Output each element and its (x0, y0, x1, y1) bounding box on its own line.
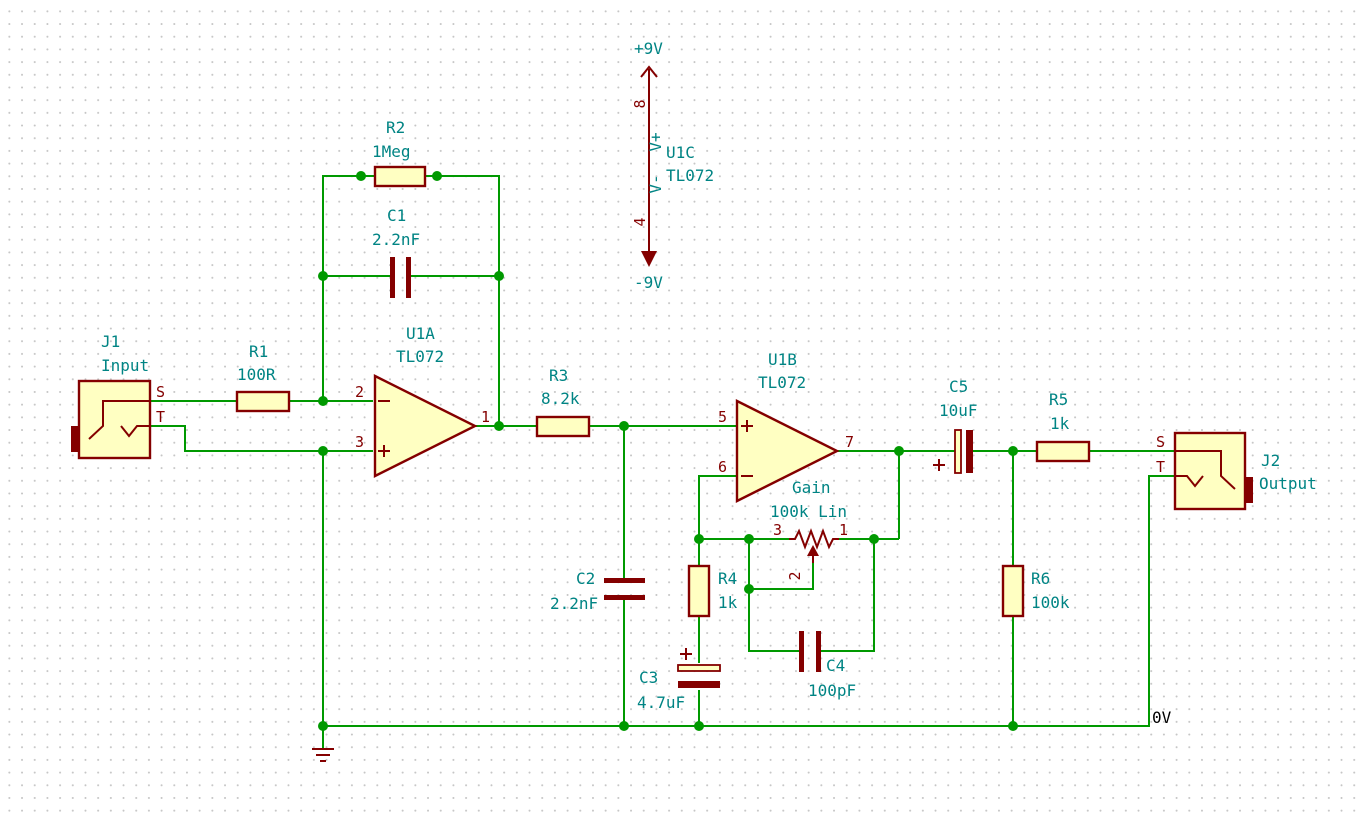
r1-value: 100R (237, 365, 276, 384)
c3-value: 4.7uF (637, 693, 685, 712)
capacitor-c2[interactable]: C2 2.2nF (550, 569, 645, 613)
r6-ref: R6 (1031, 569, 1050, 588)
c2-value: 2.2nF (550, 594, 598, 613)
u1b-value: TL072 (758, 373, 806, 392)
pot-pin-3: 3 (773, 521, 782, 539)
c2-ref: C2 (576, 569, 595, 588)
u1b-ref: U1B (768, 350, 797, 369)
resistor-r1[interactable]: R1 100R (235, 342, 291, 413)
u1a-value: TL072 (396, 347, 444, 366)
r2-value: 1Meg (372, 142, 411, 161)
pot-pin-2: 2 (786, 571, 804, 580)
opamp-u1a[interactable]: 2 3 1 U1A TL072 (355, 324, 490, 478)
u1b-pin-5: 5 (718, 408, 727, 426)
input-jack-j1[interactable]: J1 Input S T (71, 332, 165, 460)
u1a-pin-1: 1 (481, 408, 490, 426)
j2-pin-t: T (1156, 458, 1165, 476)
j1-pin-s: S (156, 383, 165, 401)
ground-symbol (312, 748, 334, 762)
r4-value: 1k (718, 593, 738, 612)
output-jack-j2[interactable]: S T J2 Output (1156, 431, 1317, 511)
r1-ref: R1 (249, 342, 268, 361)
capacitor-c4[interactable]: C4 100pF (799, 631, 856, 700)
opamp-u1c-power[interactable]: +9V -9V 8 4 V+ V- U1C TL072 (631, 39, 714, 292)
c1-ref: C1 (387, 206, 406, 225)
r5-ref: R5 (1049, 390, 1068, 409)
r2-ref: R2 (386, 118, 405, 137)
power-neg-label: -9V (634, 273, 663, 292)
c4-value: 100pF (808, 681, 856, 700)
u1c-vplus: V+ (646, 132, 665, 151)
pot-pin-1: 1 (839, 521, 848, 539)
resistor-r4[interactable]: R4 1k (687, 564, 738, 618)
j1-ref: J1 (101, 332, 120, 351)
r5-value: 1k (1050, 414, 1070, 433)
j2-pin-s: S (1156, 433, 1165, 451)
u1c-pin-4: 4 (631, 217, 649, 226)
resistor-r3[interactable]: R3 8.2k (535, 366, 591, 438)
r6-value: 100k (1031, 593, 1070, 612)
resistor-r6[interactable]: R6 100k (1001, 564, 1070, 618)
ground-net-label: 0V (1152, 708, 1172, 727)
u1c-ref: U1C (666, 143, 695, 162)
c1-value: 2.2nF (372, 230, 420, 249)
j2-value: Output (1259, 474, 1317, 493)
capacitor-c5[interactable]: C5 10uF (933, 377, 978, 474)
u1c-vminus: V- (646, 174, 665, 193)
power-pos-label: +9V (634, 39, 663, 58)
resistor-r2[interactable]: R2 1Meg (372, 118, 427, 188)
j1-pin-t: T (156, 408, 165, 426)
j1-value: Input (101, 356, 149, 375)
u1a-ref: U1A (406, 324, 435, 343)
c5-ref: C5 (949, 377, 968, 396)
r3-ref: R3 (549, 366, 568, 385)
u1c-value: TL072 (666, 166, 714, 185)
r3-value: 8.2k (541, 389, 580, 408)
c4-ref: C4 (826, 656, 845, 675)
pot-ref: Gain (792, 478, 831, 497)
u1b-pin-6: 6 (718, 458, 727, 476)
c3-ref: C3 (639, 668, 658, 687)
u1a-pin-2: 2 (355, 383, 364, 401)
wires (150, 175, 1175, 748)
potentiometer-gain[interactable]: 3 2 1 Gain 100k Lin (770, 478, 848, 581)
capacitor-c1[interactable]: C1 2.2nF (372, 206, 420, 298)
u1b-pin-7: 7 (845, 433, 854, 451)
pot-value: 100k Lin (770, 502, 847, 521)
u1c-pin-8: 8 (631, 99, 649, 108)
u1a-pin-3: 3 (355, 433, 364, 451)
c5-value: 10uF (939, 401, 978, 420)
capacitor-c3[interactable]: C3 4.7uF (637, 648, 721, 712)
j2-ref: J2 (1261, 451, 1280, 470)
opamp-u1b[interactable]: 5 6 7 U1B TL072 (718, 350, 854, 503)
resistor-r5[interactable]: R5 1k (1035, 390, 1091, 463)
r4-ref: R4 (718, 569, 737, 588)
junctions (318, 171, 1018, 731)
